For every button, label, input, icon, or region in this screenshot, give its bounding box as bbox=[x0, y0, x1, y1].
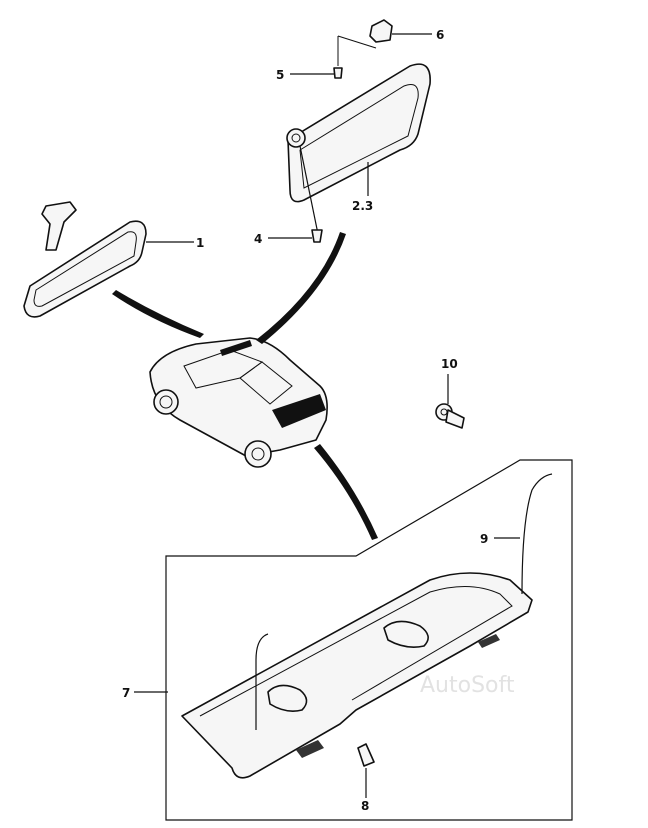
leader-lines bbox=[134, 33, 520, 798]
callout-labels: 1 2.3 4 5 6 7 8 9 10 bbox=[122, 28, 488, 813]
callout-6: 6 bbox=[436, 28, 444, 42]
callout-1: 1 bbox=[196, 236, 204, 250]
callout-4: 4 bbox=[254, 232, 262, 246]
shelf-strap bbox=[255, 473, 553, 730]
screw-5 bbox=[333, 35, 377, 79]
rear-view-mirror bbox=[23, 201, 147, 318]
car-illustration bbox=[149, 337, 328, 468]
callout-5: 5 bbox=[276, 68, 284, 82]
screw-4 bbox=[311, 229, 323, 243]
panel-clip bbox=[435, 403, 465, 429]
callout-10: 10 bbox=[441, 357, 458, 371]
callout-9: 9 bbox=[480, 532, 488, 546]
callout-7: 7 bbox=[122, 686, 130, 700]
visor-clip bbox=[369, 19, 393, 43]
watermark: AutoSoft bbox=[420, 673, 515, 698]
bulb-8 bbox=[357, 743, 375, 767]
callout-8: 8 bbox=[361, 799, 369, 813]
detail-frame bbox=[165, 459, 573, 821]
pointer-curves bbox=[112, 232, 378, 540]
sun-visor bbox=[286, 63, 431, 235]
parcel-shelf bbox=[181, 572, 533, 779]
callout-2-3: 2.3 bbox=[352, 199, 373, 213]
